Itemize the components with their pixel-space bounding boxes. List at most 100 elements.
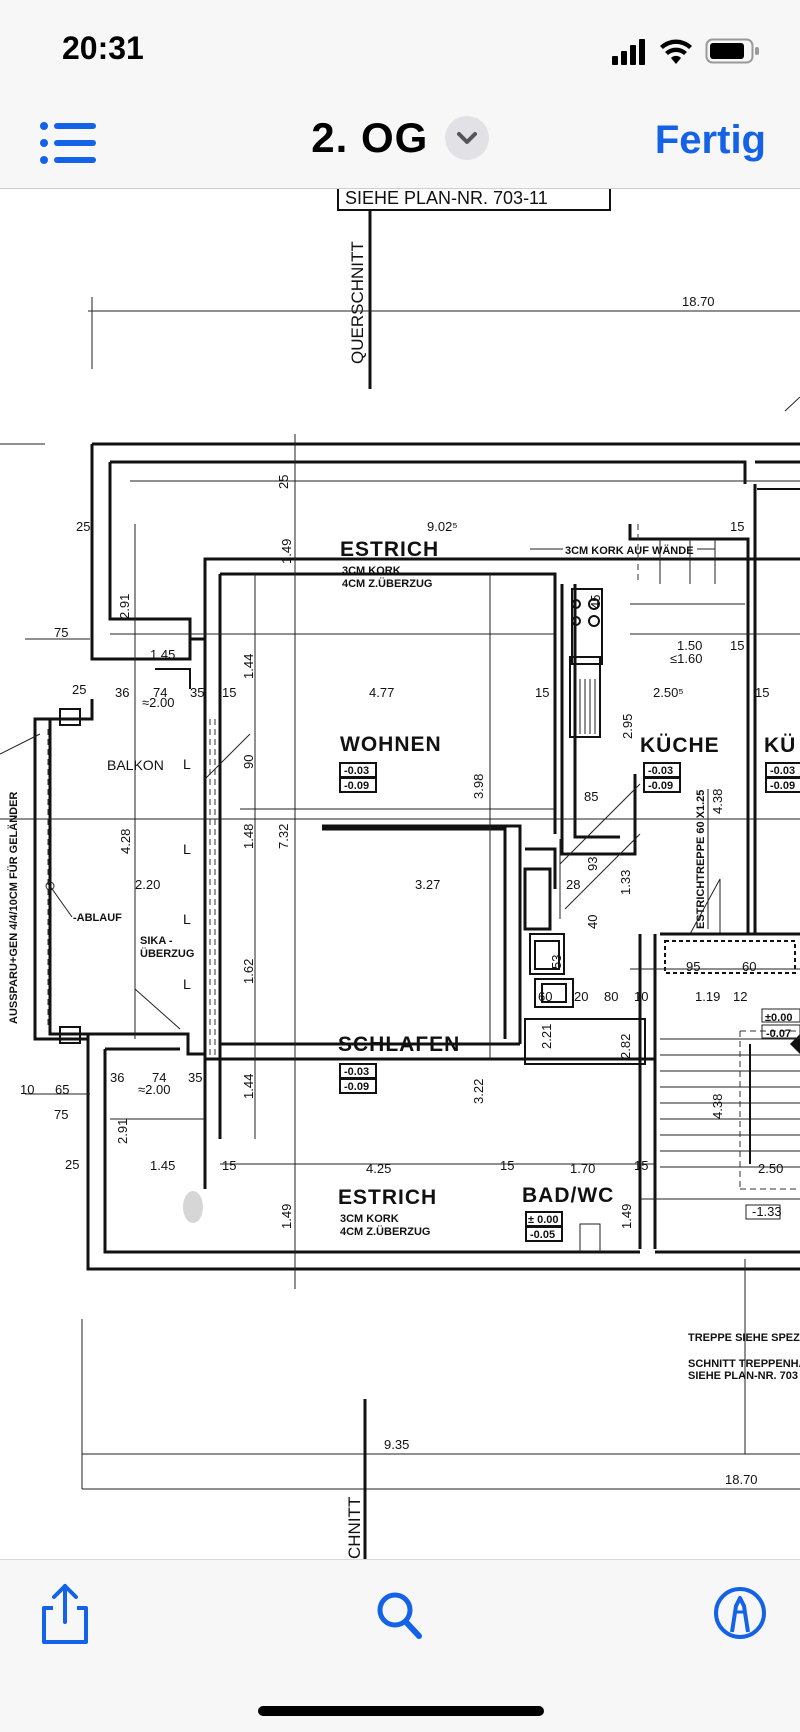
- svg-text:15: 15: [222, 1158, 236, 1173]
- svg-text:75: 75: [54, 625, 68, 640]
- svg-text:15: 15: [222, 685, 236, 700]
- svg-text:9.02⁵: 9.02⁵: [427, 519, 458, 534]
- svg-text:28: 28: [566, 877, 580, 892]
- list-menu-icon[interactable]: [38, 118, 98, 168]
- svg-text:4.38: 4.38: [710, 789, 725, 814]
- svg-text:L: L: [183, 911, 191, 927]
- svg-text:95: 95: [686, 959, 700, 974]
- svg-text:≈2.00: ≈2.00: [138, 1082, 170, 1097]
- staircase: [660, 1030, 800, 1190]
- svg-text:L: L: [183, 976, 191, 992]
- document-title[interactable]: 2. OG: [311, 114, 429, 161]
- svg-text:1.44: 1.44: [241, 1074, 256, 1099]
- dim-935: 9.35: [384, 1437, 409, 1452]
- svg-text:74: 74: [153, 685, 167, 700]
- svg-text:1.45: 1.45: [150, 1158, 175, 1173]
- svg-text:65: 65: [55, 1082, 69, 1097]
- svg-text:2.82: 2.82: [618, 1034, 633, 1059]
- svg-text:36: 36: [110, 1070, 124, 1085]
- svg-text:4CM Z.ÜBERZUG: 4CM Z.ÜBERZUG: [342, 577, 432, 590]
- status-time: 20:31: [62, 30, 144, 66]
- svg-text:1.48: 1.48: [241, 824, 256, 849]
- dim-total-top: 18.70: [682, 294, 715, 309]
- svg-text:15: 15: [500, 1158, 514, 1173]
- svg-text:85: 85: [584, 789, 598, 804]
- svg-text:L: L: [183, 841, 191, 857]
- room-estrich-top: ESTRICH: [340, 538, 439, 561]
- svg-text:-0.03: -0.03: [648, 765, 673, 777]
- svg-text:20: 20: [574, 989, 588, 1004]
- svg-text:25: 25: [72, 682, 86, 697]
- signal-icon: [612, 39, 645, 65]
- room-schlafen: SCHLAFEN: [338, 1033, 460, 1056]
- label-estrichtreppe: ESTRICHTREPPE 60 X1.25: [695, 790, 707, 929]
- svg-text:10: 10: [20, 1082, 34, 1097]
- home-indicator: [258, 1706, 544, 1716]
- dim-total-bottom: 18.70: [725, 1472, 758, 1487]
- share-icon[interactable]: [30, 1578, 100, 1648]
- svg-text:4.38: 4.38: [710, 1094, 725, 1119]
- status-icons: [612, 38, 759, 65]
- svg-text:≤1.60: ≤1.60: [670, 651, 702, 666]
- svg-text:≈2.00: ≈2.00: [142, 695, 174, 710]
- svg-text:80: 80: [604, 989, 618, 1004]
- svg-text:10: 10: [634, 989, 648, 1004]
- battery-icon: [705, 38, 759, 64]
- svg-text:-0.03: -0.03: [344, 765, 369, 777]
- floor-plan: .w { fill:none; stroke:#111; stroke-widt…: [0, 189, 800, 1559]
- svg-text:74: 74: [152, 1070, 166, 1085]
- svg-text:3.27: 3.27: [415, 877, 440, 892]
- svg-text:-0.09: -0.09: [770, 780, 795, 792]
- svg-text:2.91: 2.91: [115, 1119, 130, 1144]
- svg-text:15: 15: [730, 638, 744, 653]
- svg-text:93: 93: [585, 857, 600, 871]
- label-ablauf: -ABLAUF: [73, 912, 122, 924]
- svg-text:ÜBERZUG: ÜBERZUG: [140, 947, 194, 960]
- label-balkon: BALKON: [107, 757, 164, 773]
- svg-text:-0.07: -0.07: [766, 1028, 791, 1040]
- svg-text:75: 75: [54, 1107, 68, 1122]
- querschnitt-label: QUERSCHNITT: [348, 241, 367, 364]
- svg-text:-0.09: -0.09: [344, 780, 369, 792]
- svg-text:3CM KORK AUF WÄNDE: 3CM KORK AUF WÄNDE: [565, 544, 694, 557]
- wifi-icon: [660, 39, 692, 64]
- svg-text:36: 36: [115, 685, 129, 700]
- room-wohnen: WOHNEN: [340, 733, 442, 756]
- svg-text:3.98: 3.98: [471, 774, 486, 799]
- svg-text:1.19: 1.19: [695, 989, 720, 1004]
- svg-text:53: 53: [549, 955, 564, 969]
- svg-text:35: 35: [188, 1070, 202, 1085]
- chevron-down-icon[interactable]: [444, 116, 489, 160]
- svg-text:4.77: 4.77: [369, 685, 394, 700]
- svg-text:90: 90: [241, 755, 256, 769]
- note-schnitt-1: SCHNITT TREPPENHAL: [688, 1358, 800, 1370]
- svg-text:15: 15: [535, 685, 549, 700]
- svg-text:2.95: 2.95: [620, 714, 635, 739]
- plan-reference-box: [337, 189, 611, 211]
- svg-text:2.50⁵: 2.50⁵: [653, 685, 684, 700]
- search-icon[interactable]: [365, 1578, 435, 1648]
- navigation-bar: 2. OG Fertig: [0, 100, 800, 189]
- svg-text:2.20: 2.20: [135, 877, 160, 892]
- title-group[interactable]: 2. OG: [0, 114, 800, 174]
- schnitt-label: CHNITT: [345, 1497, 364, 1559]
- done-button[interactable]: Fertig: [654, 118, 766, 162]
- markup-icon[interactable]: [705, 1578, 775, 1648]
- svg-text:1.50: 1.50: [677, 638, 702, 653]
- svg-text:-0.03: -0.03: [770, 765, 795, 777]
- svg-text:-0.03: -0.03: [344, 1066, 369, 1078]
- svg-text:1.70: 1.70: [570, 1161, 595, 1176]
- svg-text:-0.09: -0.09: [344, 1081, 369, 1093]
- document-viewer[interactable]: .w { fill:none; stroke:#111; stroke-widt…: [0, 189, 800, 1559]
- room-estrich-bottom: ESTRICH: [338, 1186, 437, 1209]
- svg-text:4CM Z.ÜBERZUG: 4CM Z.ÜBERZUG: [340, 1225, 430, 1238]
- svg-text:-0.05: -0.05: [530, 1229, 555, 1241]
- svg-text:3CM KORK: 3CM KORK: [342, 565, 401, 577]
- svg-text:3CM KORK: 3CM KORK: [340, 1213, 399, 1225]
- svg-text:1.33: 1.33: [618, 870, 633, 895]
- status-bar: 20:31: [0, 0, 800, 100]
- label-aussparung: AUSSPARU+GEN 4/4/10CM FÜR GELÄNDER: [7, 792, 20, 1024]
- svg-text:25: 25: [76, 519, 90, 534]
- note-treppe: TREPPE SIEHE SPEZ: [688, 1332, 800, 1344]
- balcony: [33, 524, 251, 1059]
